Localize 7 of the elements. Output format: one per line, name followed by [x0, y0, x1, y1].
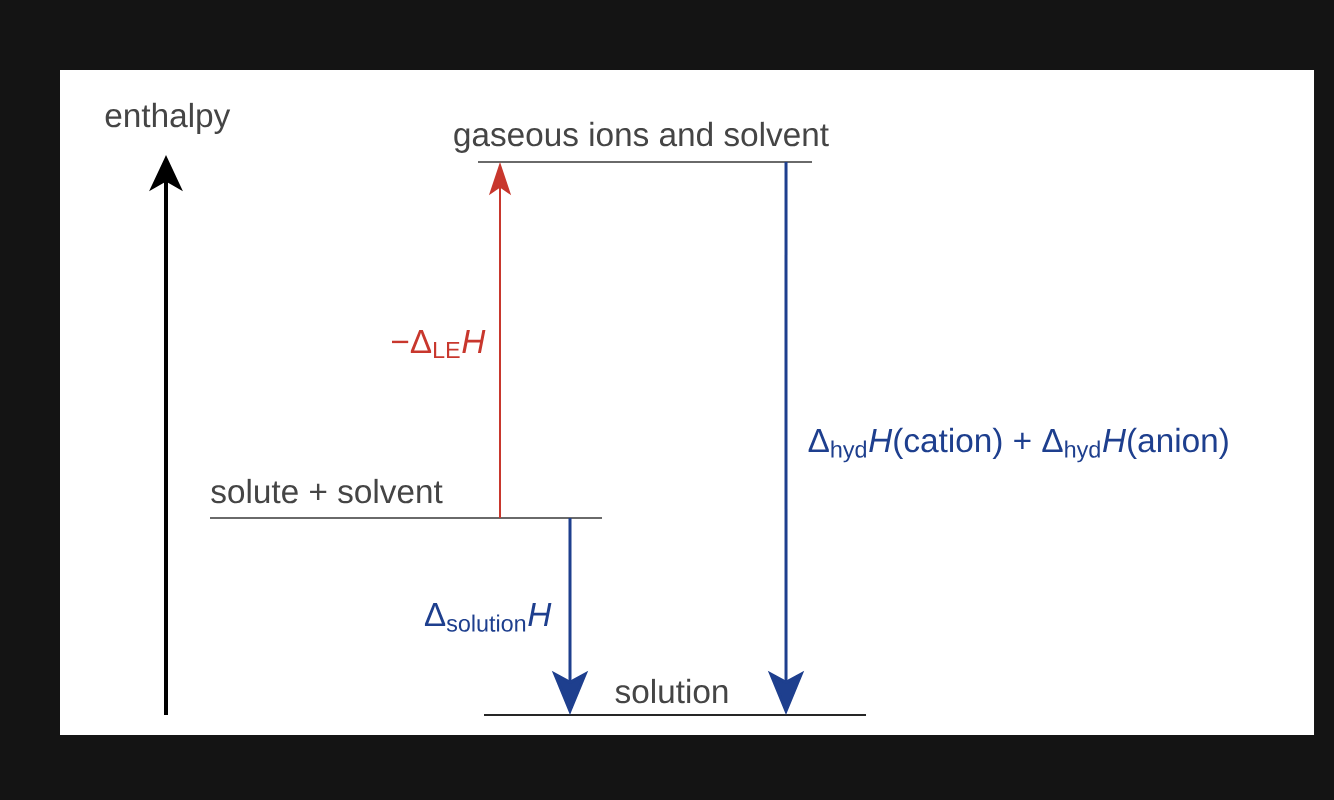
energy-level: solution	[483, 678, 867, 716]
axis-label: enthalpy	[105, 102, 231, 134]
edge-label: Δ$_{solution}$H	[422, 601, 553, 634]
energy-level: solute + solvent	[209, 478, 603, 519]
edge-label: −Δ$_{LE}$H	[389, 328, 487, 360]
edge-label: Δ$_{hyd}$H(cation) + Δ$_{hyd}$H(anion)	[806, 426, 1232, 464]
energy-level: gaseous ions and solvent	[454, 121, 829, 163]
